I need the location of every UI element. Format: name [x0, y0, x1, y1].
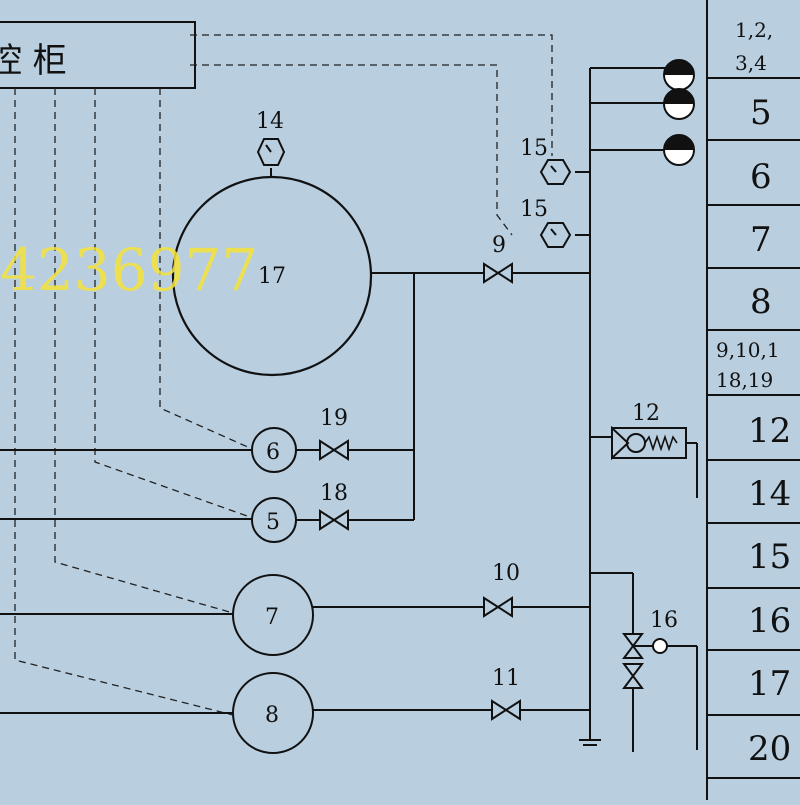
- gauge-15-lower-icon: [539, 222, 572, 248]
- lamp-middle-icon: [663, 88, 695, 120]
- valve-19-label: 19: [320, 406, 348, 431]
- lamp-lower-icon: [663, 134, 695, 166]
- gauge-14-icon: [256, 138, 286, 177]
- legend-row-7: 12: [748, 411, 791, 451]
- ground-symbol-icon: [579, 739, 601, 746]
- lamp-upper-icon: [663, 59, 695, 91]
- legend-row-10: 16: [748, 601, 791, 641]
- gauge-15-upper-icon: [539, 159, 572, 185]
- item-16-sensor-icon: [652, 638, 668, 654]
- legend-row-4: 7: [750, 220, 772, 260]
- signal-lines: [14, 34, 553, 716]
- legend-row-6-line1: 9,10,1: [716, 338, 780, 362]
- pump-7-label: 7: [265, 605, 279, 630]
- legend-row-1-line2: 3,4: [735, 51, 767, 75]
- item-12-icon: [611, 425, 687, 461]
- legend-row-8: 14: [748, 474, 791, 514]
- pump-8: [232, 672, 314, 754]
- legend-row-2: 5: [750, 93, 772, 133]
- valve-11-label: 11: [492, 666, 520, 691]
- legend-row-11: 17: [748, 664, 791, 704]
- valve-18-icon: [319, 509, 349, 531]
- pump-6-label: 6: [266, 440, 280, 465]
- valve-19-icon: [319, 439, 349, 461]
- pump-7: [232, 574, 314, 656]
- legend-row-5: 8: [750, 282, 772, 322]
- legend-row-3: 6: [750, 157, 772, 197]
- item-16-label: 16: [650, 608, 678, 633]
- valve-10-icon: [483, 596, 513, 618]
- valve-9-icon: [483, 262, 513, 284]
- watermark-text: 4236977: [0, 236, 258, 304]
- gauge-14-label: 14: [256, 109, 284, 134]
- pump-5-label: 5: [266, 510, 280, 535]
- legend-row-6-line2: 18,19: [716, 368, 773, 392]
- valve-18-label: 18: [320, 481, 348, 506]
- control-cabinet-title: 控 柜: [0, 41, 67, 81]
- item-16-valve-icon: [622, 633, 644, 689]
- valve-10-label: 10: [492, 561, 520, 586]
- gauge-15-lower-label: 15: [520, 197, 548, 222]
- legend-panel: 1,2, 3,4 5 6 7 8 9,10,1 18,19 12 14 15 1…: [706, 0, 800, 800]
- gauge-15-upper-label: 15: [520, 136, 548, 161]
- pump-8-label: 8: [265, 703, 279, 728]
- legend-row-12: 20: [748, 729, 791, 769]
- item-12-label: 12: [632, 401, 660, 426]
- valve-9-label: 9: [492, 233, 506, 258]
- valve-11-icon: [491, 699, 521, 721]
- legend-row-9: 15: [748, 537, 791, 577]
- tank-17-label: 17: [258, 264, 286, 289]
- legend-row-1-line1: 1,2,: [735, 18, 773, 42]
